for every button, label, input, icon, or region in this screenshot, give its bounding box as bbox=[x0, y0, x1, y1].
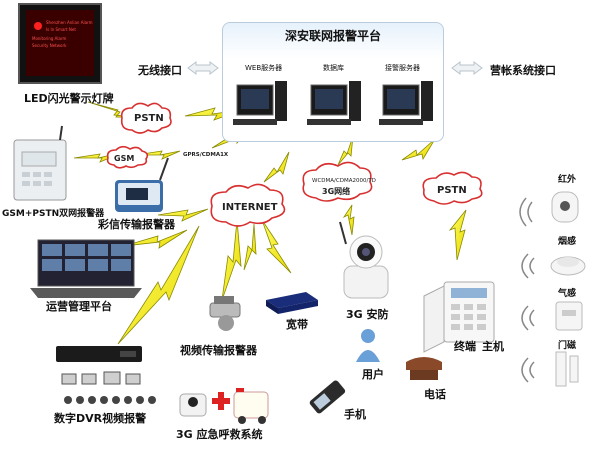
bolt-user bbox=[261, 219, 292, 274]
cloud-3g bbox=[302, 161, 373, 202]
alarm-platform-panel: 深安联网报警平台 WEB服务器 数据库 接警服务器 bbox=[222, 22, 444, 142]
broadband-router-device bbox=[266, 292, 318, 314]
cloud-gsm-label: GSM bbox=[114, 154, 134, 163]
led-line-1: Shenzhen Anlian Alarm bbox=[46, 20, 93, 25]
cloud-gsm bbox=[106, 145, 149, 169]
user-figure bbox=[356, 329, 380, 362]
bolt-3g bbox=[342, 204, 355, 236]
bolt-broadband bbox=[243, 223, 257, 271]
bolt-gsm-gprs bbox=[135, 150, 181, 160]
server-label-web: WEB服务器 bbox=[245, 64, 283, 72]
wcdma-label: WCDMA/CDMA2000/TD bbox=[312, 178, 376, 184]
sensor-label-door: 门磁 bbox=[558, 341, 577, 351]
led-line-3: Monitoring Alarm bbox=[32, 36, 67, 41]
ops-platform-device bbox=[30, 239, 142, 298]
cloud-pstn-right bbox=[422, 171, 483, 205]
host-label: 主机 bbox=[482, 340, 504, 353]
sensor-door-device bbox=[521, 351, 579, 387]
led-line-2: Is In Smart Net bbox=[46, 27, 76, 32]
video-alarm-device bbox=[209, 296, 241, 331]
bolt-internet-platform bbox=[263, 151, 290, 183]
bolt-mms bbox=[157, 208, 209, 222]
gprs-label: GPRS/CDMA1X bbox=[183, 152, 229, 158]
terminal-label: 终端 bbox=[454, 340, 476, 353]
led-sign-label: LED闪光警示灯牌 bbox=[24, 92, 114, 105]
dvr-device bbox=[56, 346, 156, 404]
bolt-dvr bbox=[117, 225, 200, 345]
led-line-4: Security Network bbox=[32, 43, 67, 48]
right-interface-arrow bbox=[451, 61, 483, 75]
user-label: 用户 bbox=[362, 368, 384, 381]
sensor-gas-device bbox=[521, 301, 583, 331]
emergency-system-device bbox=[179, 388, 269, 424]
sensor-label-smoke: 烟感 bbox=[558, 237, 577, 247]
broadband-label: 宽带 bbox=[286, 318, 308, 331]
wireless-interface-label: 无线接口 bbox=[138, 64, 182, 77]
cloud-pstn-left-label: PSTN bbox=[134, 113, 164, 124]
mobile-phone-device bbox=[309, 380, 346, 414]
led-sign: Shenzhen Anlian Alarm Is In Smart Net Mo… bbox=[18, 3, 102, 84]
telephone-device bbox=[406, 357, 442, 380]
3g-security-label: 3G 安防 bbox=[346, 308, 389, 321]
telephone-label: 电话 bbox=[424, 388, 446, 401]
alarm-terminal-device bbox=[423, 281, 495, 353]
server-computers bbox=[233, 81, 433, 125]
sensor-label-gas: 气感 bbox=[558, 289, 577, 299]
cloud-3g-label: 3G网络 bbox=[322, 186, 350, 196]
server-label-db: 数据库 bbox=[323, 64, 344, 72]
gsm-pstn-label: GSM+PSTN双网报警器 bbox=[2, 209, 105, 219]
ops-label: 运营管理平台 bbox=[46, 300, 112, 313]
alarm-server-computer bbox=[379, 81, 433, 125]
platform-title: 深安联网报警平台 bbox=[284, 29, 381, 43]
phone-label: 手机 bbox=[344, 408, 366, 421]
emergency-label: 3G 应急呼救系统 bbox=[176, 428, 263, 441]
sensor-smoke-device bbox=[521, 253, 586, 279]
billing-interface-label: 营帐系统接口 bbox=[490, 64, 556, 77]
cloud-pstn-left bbox=[120, 102, 172, 134]
3g-camera-device bbox=[339, 221, 389, 299]
database-computer bbox=[307, 81, 361, 125]
sensor-infrared-device bbox=[519, 191, 579, 227]
server-label-alarm: 接警服务器 bbox=[385, 64, 420, 72]
mms-alarm-device bbox=[115, 157, 169, 212]
cloud-internet-label: INTERNET bbox=[222, 202, 278, 213]
bolt-video bbox=[221, 219, 242, 301]
cloud-internet bbox=[210, 183, 286, 227]
web-server-computer bbox=[233, 81, 287, 125]
sensor-label-infrared: 红外 bbox=[558, 175, 577, 185]
bolt-pstn-right bbox=[401, 138, 436, 161]
bolt-terminal bbox=[448, 209, 467, 261]
video-alarm-label: 视频传输报警器 bbox=[180, 344, 257, 357]
mms-label: 彩信传输报警器 bbox=[98, 218, 175, 231]
cloud-pstn-right-label: PSTN bbox=[437, 185, 467, 196]
gsm-pstn-alarm-device bbox=[13, 125, 67, 201]
dvr-label: 数字DVR视频报警 bbox=[54, 412, 147, 425]
bolt-ops bbox=[123, 229, 188, 249]
left-interface-arrow bbox=[187, 61, 219, 75]
